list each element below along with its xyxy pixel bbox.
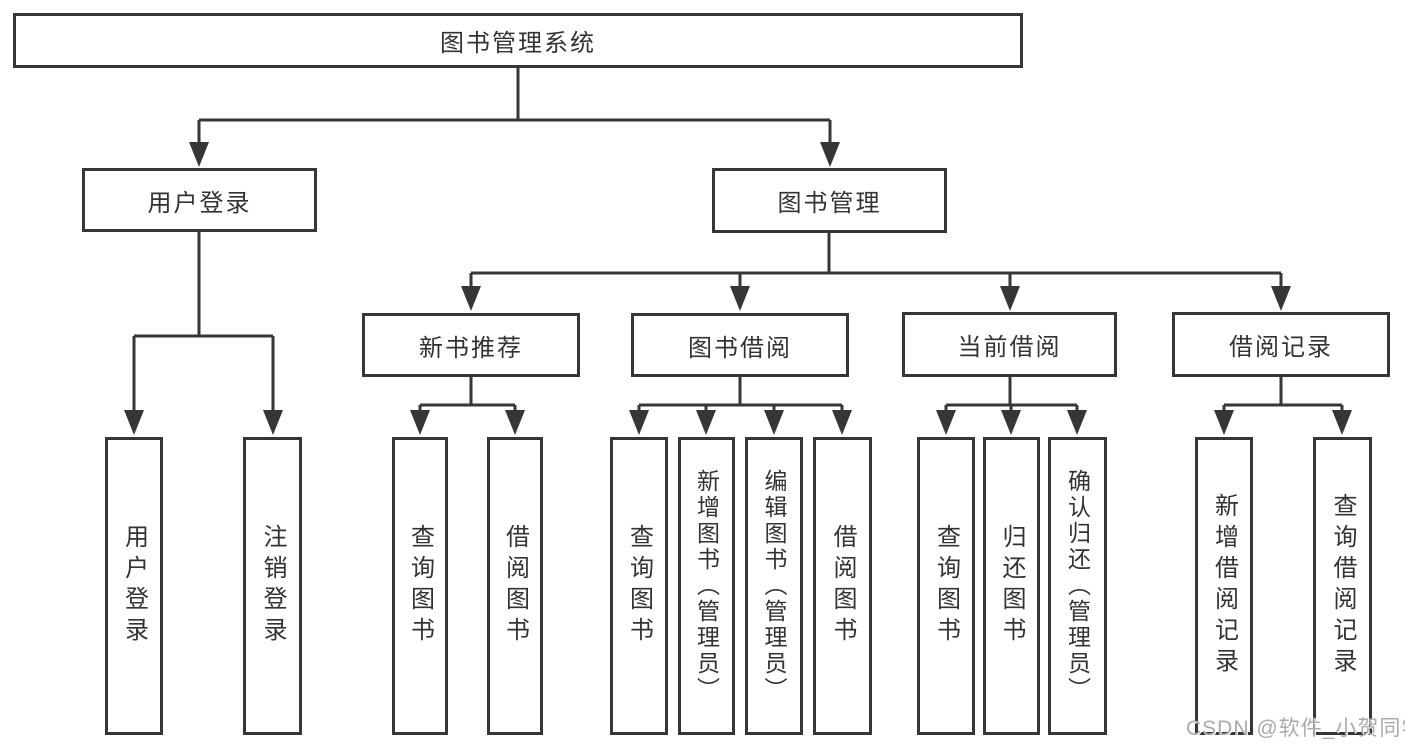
node-leaf-edit-book-admin: 编辑图书（管理员）: [745, 437, 803, 735]
node-book-management: 图书管理: [712, 168, 947, 233]
node-leaf-borrow-books-action-label: 借阅图书: [829, 524, 856, 648]
connector-root-to-level2: [197, 68, 832, 144]
node-leaf-query-borrow-record-label: 查询借阅记录: [1329, 493, 1356, 679]
node-book-borrowing-label: 图书借阅: [688, 334, 792, 362]
node-leaf-query-borrow-record: 查询借阅记录: [1313, 437, 1372, 735]
node-leaf-user-login-action-label: 用户登录: [120, 524, 148, 648]
node-library-system: 图书管理系统: [13, 13, 1023, 68]
node-leaf-borrow-books-action: 借阅图书: [813, 437, 872, 735]
node-leaf-user-login-action: 用户登录: [105, 437, 163, 735]
node-leaf-return-books-label: 归还图书: [998, 524, 1025, 648]
connector-new-book-to-leaves: [418, 377, 517, 412]
node-library-system-label: 图书管理系统: [440, 30, 596, 57]
arrowheads: [124, 142, 1352, 435]
node-leaf-logout-action-label: 注销登录: [259, 524, 286, 648]
node-user-login-label: 用户登录: [147, 189, 252, 217]
node-leaf-query-books-borrowing: 查询图书: [610, 437, 668, 735]
node-leaf-add-borrow-record-label: 新增借阅记录: [1210, 493, 1238, 679]
node-borrowing-records: 借阅记录: [1172, 312, 1390, 377]
connector-user-login-to-leaves: [132, 232, 275, 412]
node-leaf-query-books-current-label: 查询图书: [932, 524, 960, 648]
node-leaf-borrow-books-recommend-label: 借阅图书: [501, 524, 529, 648]
node-leaf-confirm-return-admin: 确认归还（管理员）: [1048, 437, 1107, 735]
node-leaf-add-borrow-record: 新增借阅记录: [1195, 437, 1253, 735]
node-leaf-query-books-recommend-label: 查询图书: [406, 524, 434, 648]
watermark-text: CSDN @软件_小贺同学: [1186, 717, 1405, 740]
node-leaf-borrow-books-recommend: 借阅图书: [487, 437, 543, 735]
connector-borrowing-records-to-leaves: [1222, 377, 1344, 412]
node-current-borrowing-label: 当前借阅: [957, 334, 1062, 361]
node-current-borrowing: 当前借阅: [902, 312, 1117, 377]
node-book-borrowing: 图书借阅: [631, 313, 849, 377]
node-leaf-logout-action: 注销登录: [243, 437, 302, 735]
connector-book-borrowing-to-leaves: [637, 377, 844, 412]
node-leaf-confirm-return-admin-label: 确认归还（管理员）: [1064, 469, 1091, 703]
node-new-book-recommendation: 新书推荐: [362, 313, 580, 377]
node-leaf-query-books-borrowing-label: 查询图书: [625, 524, 653, 648]
node-borrowing-records-label: 借阅记录: [1229, 334, 1333, 361]
node-leaf-query-books-current: 查询图书: [917, 437, 975, 735]
node-leaf-add-book-admin-label: 新增图书（管理员）: [693, 469, 720, 703]
node-leaf-add-book-admin: 新增图书（管理员）: [678, 437, 735, 735]
node-leaf-query-books-recommend: 查询图书: [392, 437, 448, 735]
node-new-book-recommendation-label: 新书推荐: [419, 334, 523, 362]
node-user-login: 用户登录: [82, 168, 317, 232]
node-leaf-edit-book-admin-label: 编辑图书（管理员）: [761, 469, 787, 703]
connector-current-borrowing-to-leaves: [944, 377, 1079, 412]
connector-book-management-to-level3: [469, 233, 1283, 288]
node-leaf-return-books: 归还图书: [983, 437, 1040, 735]
node-book-management-label: 图书管理: [777, 190, 882, 217]
